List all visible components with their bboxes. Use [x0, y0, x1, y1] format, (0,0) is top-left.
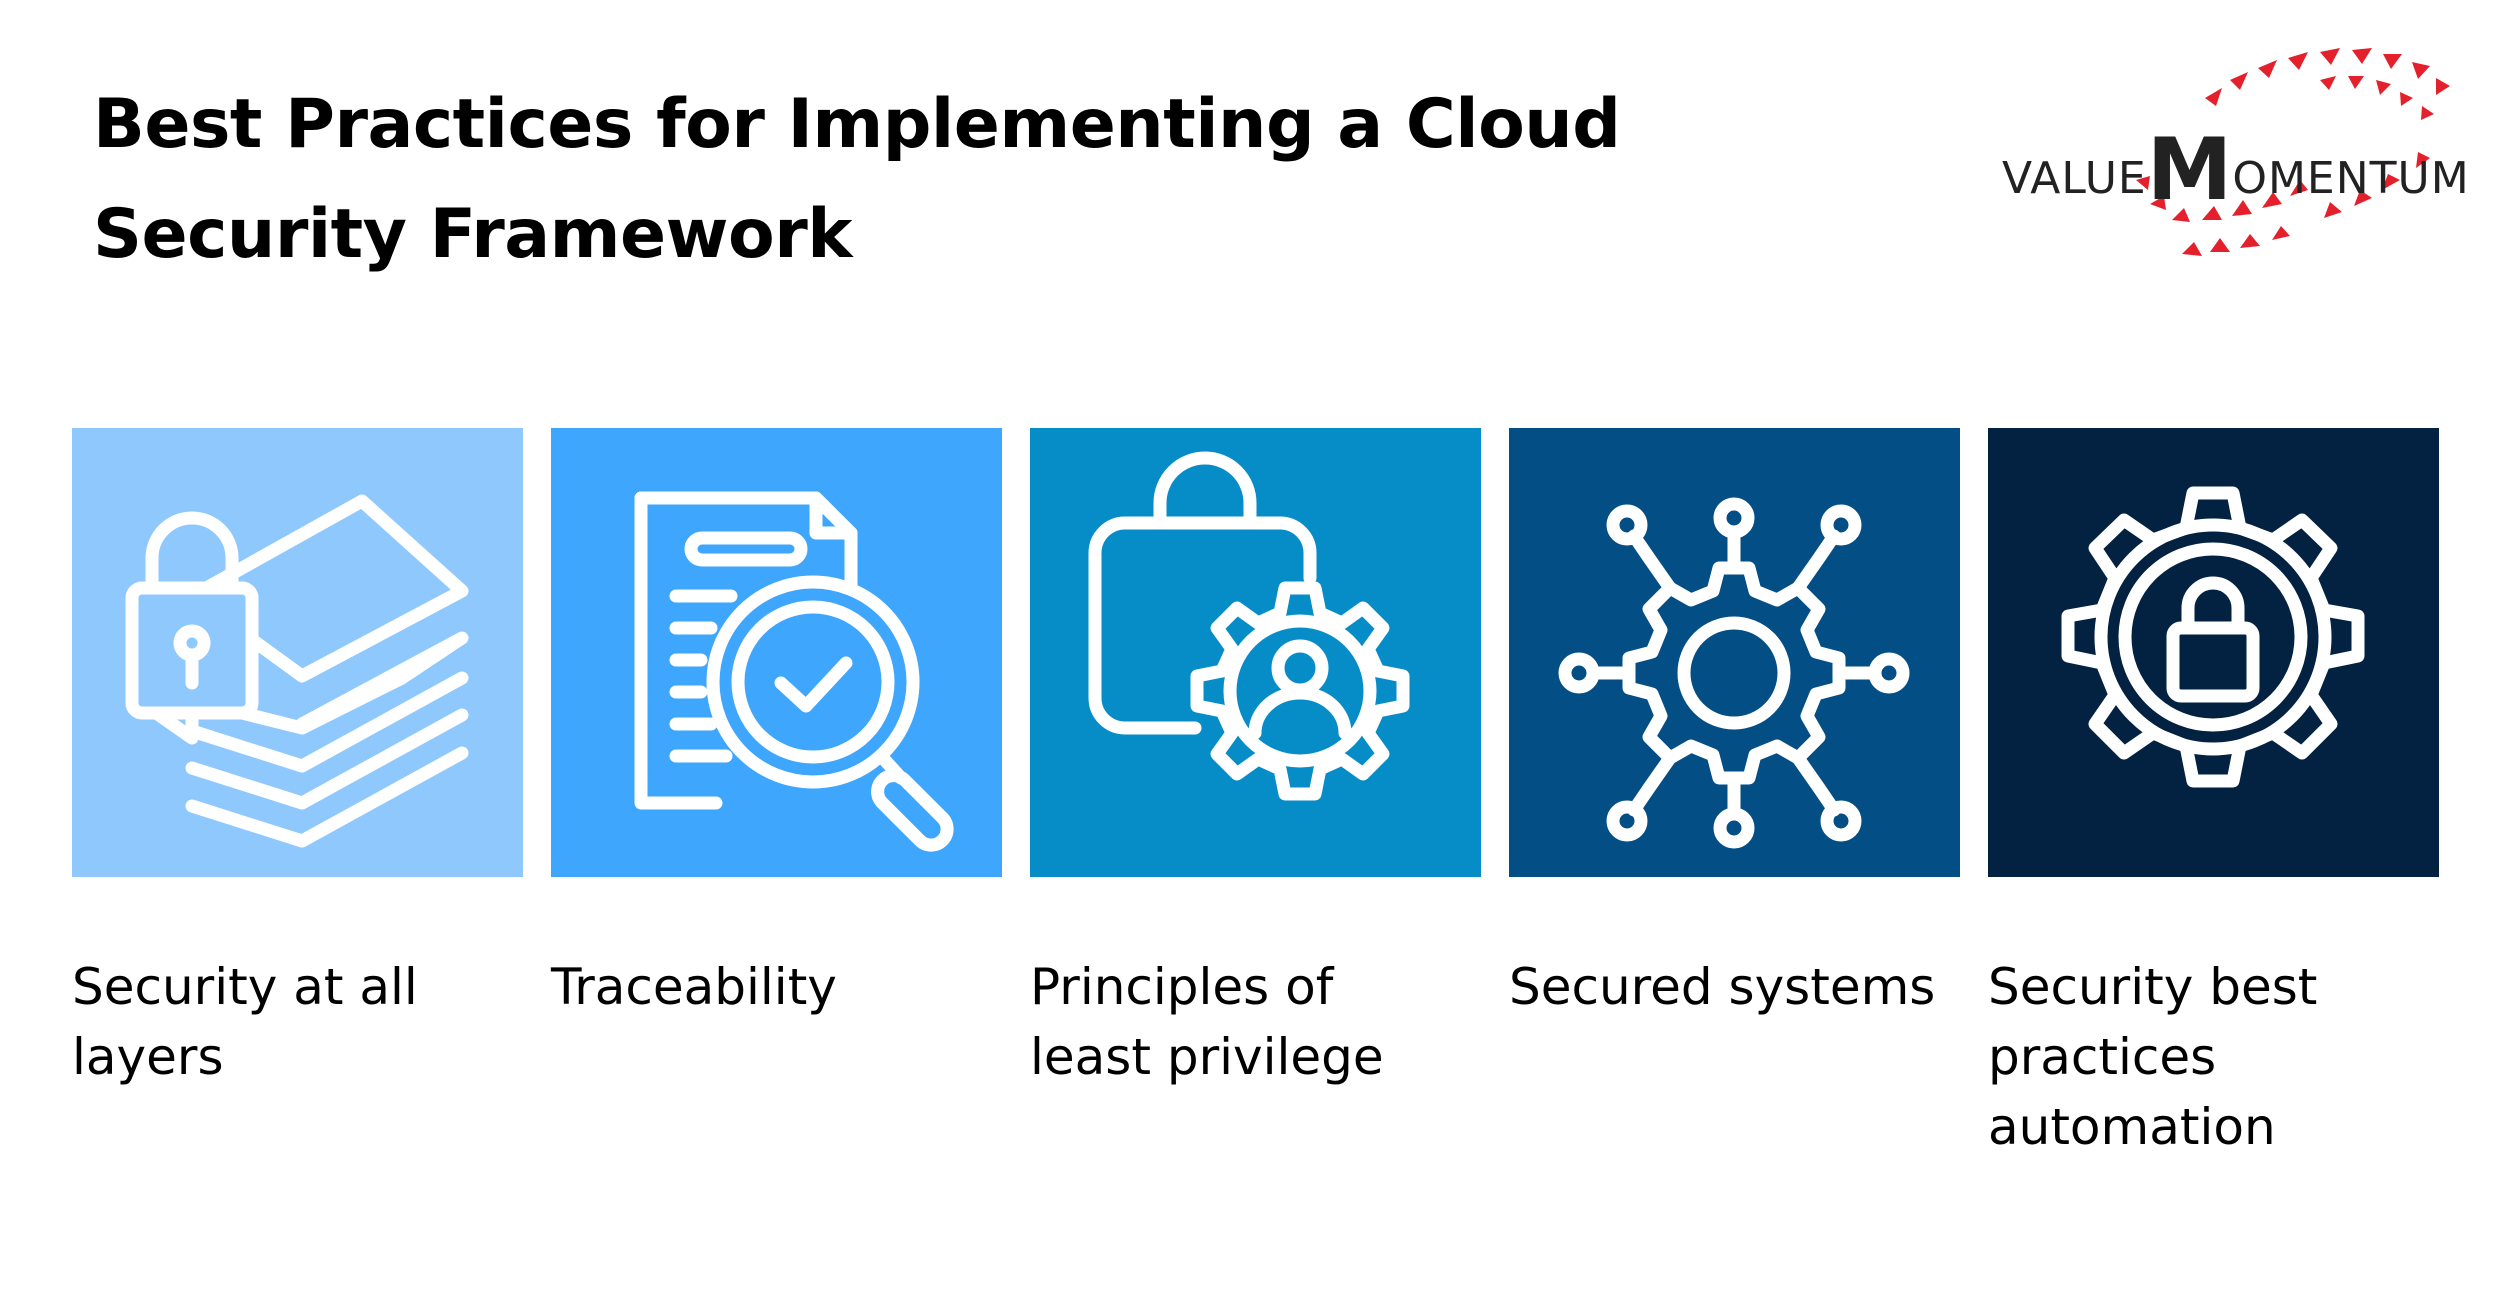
gear-network-icon [1558, 497, 1910, 849]
lock-user-gear-icon [1088, 451, 1410, 801]
logo-text-value: VALUE [2002, 153, 2147, 204]
card-security-best-practices-automation [1988, 428, 2439, 877]
lock-layers-icon [125, 494, 469, 848]
card-label-secured-systems: Secured systems [1509, 958, 1936, 1016]
logo-text-omentum: OMENTUM [2232, 153, 2470, 204]
card-security-at-all-layers [72, 428, 523, 877]
card-label-security-at-all-layers: Security at all layers [72, 958, 418, 1086]
logo-text-initial: M [2146, 120, 2233, 220]
card-label-traceability: Traceability [551, 958, 837, 1016]
gear-lock-icon [2061, 486, 2365, 788]
card-label-principles-of-least-privilege: Principles of least privilege [1030, 958, 1384, 1086]
valuemomentum-logo: VALUEMOMENTUM [1990, 40, 2470, 270]
card-principles-of-least-privilege [1030, 428, 1481, 877]
card-label-security-best-practices-automation: Security best practices automation [1988, 958, 2318, 1156]
page-title: Best Practices for Implementing a Cloud … [93, 85, 1621, 274]
card-secured-systems [1509, 428, 1960, 877]
card-traceability [551, 428, 1002, 877]
logo-swirl-icon [2136, 48, 2450, 256]
document-search-icon [634, 491, 954, 852]
